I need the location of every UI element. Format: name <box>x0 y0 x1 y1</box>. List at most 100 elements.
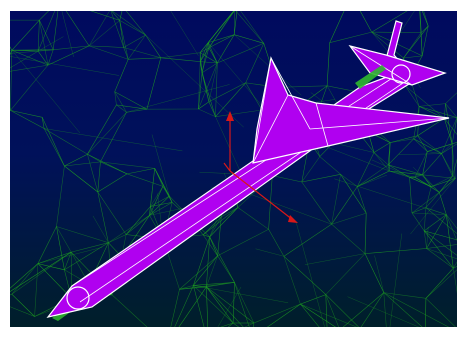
mesh-edge <box>170 289 180 327</box>
mesh-edge <box>283 256 301 305</box>
mesh-edge <box>446 214 457 242</box>
mesh-edge <box>413 138 442 154</box>
mesh-edge <box>123 34 146 48</box>
mesh-edge <box>373 152 389 166</box>
mesh-edge <box>360 292 385 327</box>
mesh-edge <box>87 112 127 155</box>
mesh-edge <box>419 11 422 33</box>
mesh-edge <box>364 253 385 293</box>
mesh-edge <box>114 91 127 113</box>
mesh-edge <box>150 202 173 207</box>
mesh-edge <box>37 20 40 52</box>
mesh-edge <box>398 153 442 155</box>
mesh-edge <box>409 174 423 178</box>
mesh-edge <box>125 11 146 36</box>
mesh-edge <box>206 286 234 324</box>
mesh-edge <box>277 85 328 88</box>
mesh-edge <box>154 168 173 203</box>
mesh-edge <box>453 265 457 269</box>
mesh-edge <box>325 294 328 327</box>
mesh-edge <box>439 175 453 193</box>
mesh-edge <box>403 55 423 59</box>
mesh-edge <box>427 143 453 152</box>
mesh-edge <box>374 255 385 293</box>
mesh-edge <box>209 207 239 238</box>
mesh-edge <box>160 52 201 59</box>
mesh-edge <box>151 134 170 197</box>
mesh-edge <box>390 135 418 143</box>
mesh-edge <box>41 117 65 167</box>
mesh-edge <box>37 11 56 52</box>
mesh-edge <box>145 34 162 58</box>
main-wing[interactable] <box>252 56 450 164</box>
mesh-edge <box>244 322 255 327</box>
mesh-edge <box>413 167 440 193</box>
mesh-edge <box>11 294 35 317</box>
mesh-edge <box>114 91 117 105</box>
mesh-edge <box>56 226 65 270</box>
mesh-edge <box>417 118 445 136</box>
mesh-edge <box>56 226 109 243</box>
mesh-edge <box>425 207 457 234</box>
mesh-edge <box>206 282 235 288</box>
mesh-edge <box>119 20 122 30</box>
mesh-edge <box>446 214 454 269</box>
mesh-edge <box>209 216 222 238</box>
mesh-edge <box>237 207 269 230</box>
mesh-edge <box>178 286 207 327</box>
mesh-edge <box>425 269 457 299</box>
mesh-edge <box>61 11 74 57</box>
mesh-edge <box>255 248 284 257</box>
mesh-edge <box>11 251 72 295</box>
mesh-edge <box>342 292 384 327</box>
mesh-edge <box>217 43 264 64</box>
mesh-edge <box>64 165 98 193</box>
mesh-edge <box>253 322 255 327</box>
mesh-edge <box>201 47 210 73</box>
mesh-edge <box>272 175 302 183</box>
mesh-edge <box>193 236 210 286</box>
mesh-edge <box>209 236 235 283</box>
mesh-edge <box>418 106 445 119</box>
wing-edge-line <box>252 94 289 164</box>
mesh-edge <box>417 135 428 152</box>
mesh-edge <box>227 322 234 327</box>
mesh-edge <box>10 306 35 317</box>
mesh-edge <box>357 152 375 187</box>
mesh-edge <box>340 174 358 187</box>
mesh-edge <box>52 11 59 50</box>
mesh-edge <box>240 11 265 44</box>
mesh-edge <box>56 165 65 227</box>
mesh-edge <box>10 110 43 118</box>
mesh-edge <box>295 221 325 327</box>
mesh-edge <box>304 253 366 265</box>
mesh-edge <box>329 31 372 43</box>
mesh-edge <box>301 181 332 225</box>
mesh-edge <box>217 34 235 64</box>
mesh-edge <box>209 236 218 256</box>
mesh-edge <box>208 34 235 43</box>
mesh-edge <box>146 57 162 110</box>
mesh-edge <box>388 164 423 176</box>
mesh-edge <box>119 20 146 36</box>
mesh-edge <box>100 161 155 169</box>
mesh-edge <box>423 230 427 249</box>
render-viewport[interactable] <box>10 11 457 327</box>
mesh-edge <box>10 110 45 129</box>
mesh-edge <box>221 207 239 218</box>
mesh-edge <box>193 255 218 286</box>
mesh-edge <box>125 206 151 235</box>
aircraft-model[interactable] <box>46 20 450 321</box>
mesh-edge <box>232 322 240 327</box>
mesh-edge <box>217 229 269 257</box>
mesh-edge <box>11 50 81 134</box>
mesh-edge <box>329 11 345 43</box>
mesh-edge <box>411 212 447 215</box>
mesh-edge <box>357 174 387 187</box>
mesh-edge <box>331 212 367 225</box>
mesh-edge <box>174 285 194 327</box>
mesh-edge <box>421 25 429 33</box>
mesh-edge <box>220 322 234 327</box>
mesh-edge <box>331 174 341 225</box>
mesh-edge <box>200 61 218 64</box>
